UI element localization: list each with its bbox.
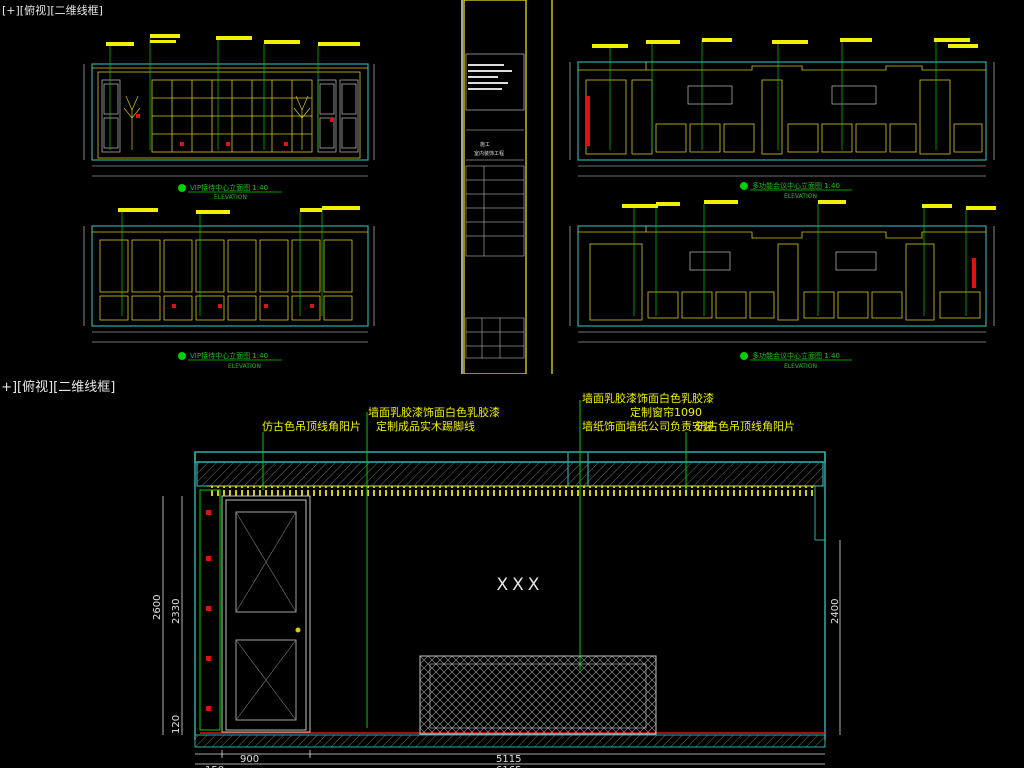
main-elevation-drawing: 仿古色吊顶线角阳片 墙面乳胶漆饰面白色乳胶漆 定制成品实木踢脚线 墙面乳胶漆饰面…	[152, 391, 841, 768]
wall-label: XXX	[497, 575, 544, 595]
vip-lower-title: VIP接待中心立面图 1:40	[190, 351, 268, 360]
dim-height-left-outer: 2600	[152, 595, 163, 620]
meeting-lower-title: 多功能会议中心立面图 1:40	[752, 351, 840, 360]
dim-height-left-inner: 2330	[171, 599, 182, 624]
dim-width-total: 6165	[496, 765, 521, 768]
dim-height-left-small: 120	[171, 715, 182, 734]
door	[221, 495, 311, 733]
viewport-title-block[interactable]: 施工 室内装饰工程	[460, 0, 556, 374]
annotation-ceiling-right: 仿古色吊顶线角阳片	[696, 419, 795, 433]
vip-lower-elevation: VIP接待中心立面图 1:40 ELEVATION	[83, 206, 375, 370]
meeting-upper-elevation: 多功能会议中心立面图 1:40 ELEVATION	[569, 38, 995, 200]
dim-height-right: 2400	[830, 599, 841, 624]
viewport-bottom[interactable]: [+][俯视][二维线框]	[0, 374, 1024, 768]
dim-width-main: 5115	[496, 754, 521, 765]
meeting-lower-subtitle: ELEVATION	[784, 363, 817, 370]
annotation-skirting: 定制成品实木踢脚线	[376, 419, 475, 433]
annotation-ceiling-left: 仿古色吊顶线角阳片	[262, 419, 361, 433]
viewport-label[interactable]: [+][俯视][二维线框]	[2, 4, 103, 17]
dim-width-door: 900	[240, 754, 259, 765]
annotation-wallpaper: 墙纸饰面墙纸公司负责安装	[582, 419, 714, 433]
title-block-line2: 室内装饰工程	[474, 150, 504, 157]
viewport-top-left[interactable]: [+][俯视][二维线框]	[0, 0, 460, 374]
title-block-line1: 施工	[480, 141, 490, 148]
viewport-top-right[interactable]: 多功能会议中心立面图 1:40 ELEVATION	[556, 0, 1024, 374]
vip-upper-elevation: VIP接待中心立面图 1:40 ELEVATION	[83, 34, 375, 201]
meeting-elevations-drawing: 多功能会议中心立面图 1:40 ELEVATION	[569, 38, 996, 370]
annotation-wall-paint-right: 墙面乳胶漆饰面白色乳胶漆	[582, 391, 714, 405]
patterned-panel	[419, 655, 657, 735]
vip-elevations-drawing: VIP接待中心立面图 1:40 ELEVATION	[83, 34, 375, 370]
vip-upper-subtitle: ELEVATION	[214, 194, 247, 201]
dim-width-base: 150	[205, 765, 224, 768]
annotation-curtain: 定制窗帘1090	[630, 405, 702, 419]
meeting-upper-title: 多功能会议中心立面图 1:40	[752, 181, 840, 190]
vip-lower-subtitle: ELEVATION	[228, 363, 261, 370]
annotation-wall-paint-left: 墙面乳胶漆饰面白色乳胶漆	[368, 405, 500, 419]
viewport-label[interactable]: [+][俯视][二维线框]	[0, 380, 116, 395]
meeting-upper-subtitle: ELEVATION	[784, 193, 817, 200]
meeting-lower-elevation: 多功能会议中心立面图 1:40 ELEVATION	[569, 200, 996, 370]
vip-upper-title: VIP接待中心立面图 1:40	[190, 183, 268, 192]
title-block-drawing: 施工 室内装饰工程	[460, 0, 556, 374]
